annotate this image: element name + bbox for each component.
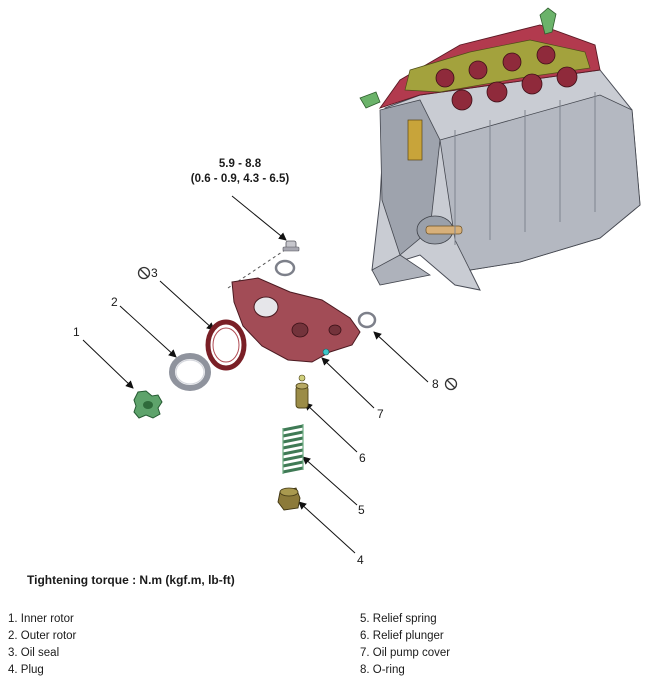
legend-item: 1. Inner rotor: [8, 613, 74, 625]
legend-item: 6. Relief plunger: [360, 630, 444, 642]
leader-8: [373, 331, 429, 383]
leader-4: [298, 501, 356, 554]
engine-block: [359, 7, 641, 291]
callout-3: 3: [151, 266, 158, 280]
tightening-torque-label: Tightening torque : N.m (kgf.m, lb-ft): [27, 573, 235, 587]
legend-right: 5. Relief spring 6. Relief plunger 7. Oi…: [360, 611, 450, 679]
legend-item: 5. Relief spring: [360, 613, 437, 625]
torque-value-alt: (0.6 - 0.9, 4.3 - 6.5): [190, 173, 290, 185]
callout-1: 1: [73, 325, 80, 339]
leader-lines: [82, 195, 429, 554]
no-reuse-icon: [137, 266, 151, 280]
outer-rotor: [169, 353, 211, 391]
leader-6: [304, 402, 358, 453]
legend-item: 7. Oil pump cover: [360, 647, 451, 659]
leader-torque: [231, 195, 287, 241]
legend-left: 1. Inner rotor 2. Outer rotor 3. Oil sea…: [8, 611, 76, 679]
inner-rotor: [133, 390, 163, 419]
oil-pump-cover: [231, 277, 361, 363]
cover-bolt: [282, 240, 300, 252]
leader-7: [321, 357, 375, 409]
callout-2: 2: [111, 295, 118, 309]
callout-5: 5: [358, 503, 365, 517]
torque-value-nm: 5.9 - 8.8: [218, 158, 262, 170]
relief-plunger: [295, 374, 309, 409]
bolt-washer: [274, 259, 296, 277]
callout-4: 4: [357, 553, 364, 567]
callout-7: 7: [377, 407, 384, 421]
oil-seal: [205, 319, 247, 371]
o-ring: [357, 311, 377, 329]
leader-5: [302, 456, 358, 506]
legend-item: 3. Oil seal: [8, 647, 60, 659]
no-reuse-icon: [444, 377, 458, 391]
legend-item: 4. Plug: [8, 664, 44, 676]
plug: [277, 487, 301, 511]
leader-2: [119, 305, 177, 358]
legend-item: 2. Outer rotor: [8, 630, 77, 642]
callout-8: 8: [432, 377, 439, 391]
leader-1: [82, 339, 134, 389]
relief-spring: [282, 424, 304, 474]
leader-3: [159, 280, 215, 331]
legend-item: 8. O-ring: [360, 664, 405, 676]
callout-6: 6: [359, 451, 366, 465]
exploded-diagram: [82, 7, 641, 554]
torque-spec: 5.9 - 8.8 (0.6 - 0.9, 4.3 - 6.5): [165, 157, 315, 187]
